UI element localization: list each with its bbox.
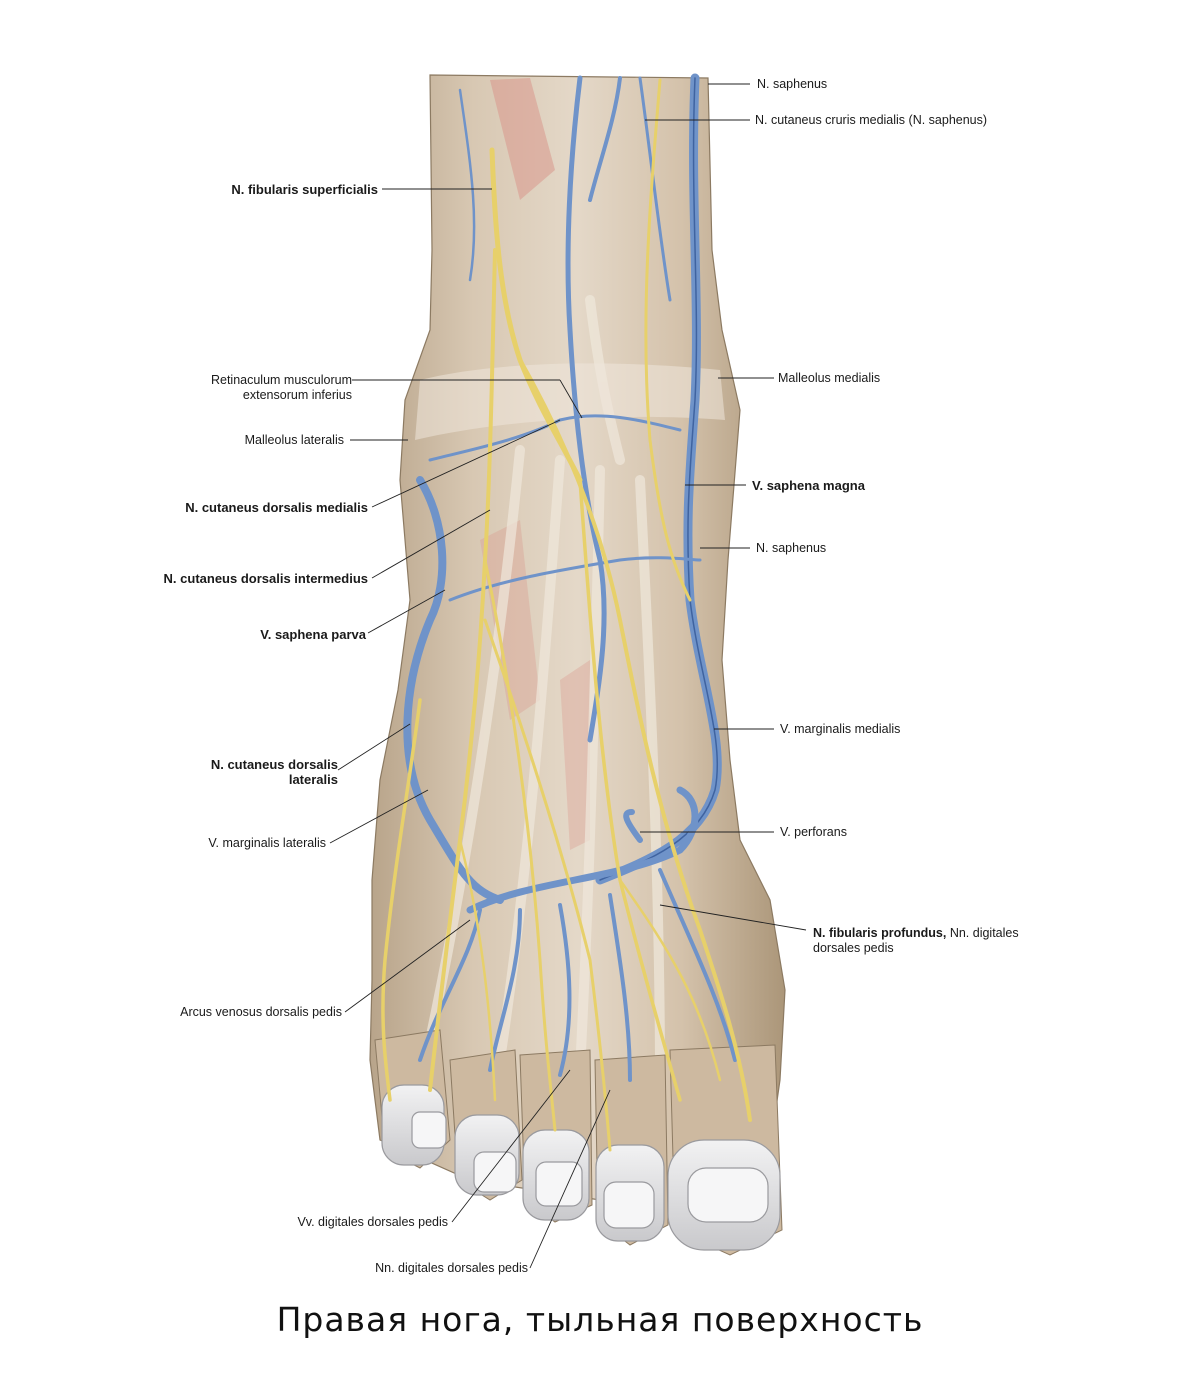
label-n-saphenus-top: N. saphenus	[757, 77, 828, 91]
label-n-cutaneus-dorsalis-medialis: N. cutaneus dorsalis medialis	[185, 500, 368, 515]
label-nn-digitales: Nn. digitales dorsales pedis	[375, 1261, 528, 1275]
label-n-cutaneus-dorsalis-intermedius: N. cutaneus dorsalis intermedius	[163, 571, 368, 586]
label-n-fibularis-profundus: N. fibularis profundus, Nn. digitales	[813, 926, 1019, 941]
nerve-cut-dors-intermedius	[428, 248, 497, 1092]
label-v-marginalis-medialis: V. marginalis medialis	[780, 722, 901, 736]
label-dorsales-pedis-right: dorsales pedis	[813, 941, 894, 955]
label-vv-digitales: Vv. digitales dorsales pedis	[297, 1215, 448, 1229]
label-n-cutaneus-cruris-medialis: N. cutaneus cruris medialis (N. saphenus…	[755, 113, 988, 127]
label-v-marginalis-lateralis: V. marginalis lateralis	[208, 836, 326, 850]
nerve-fibularis-profundus	[578, 478, 682, 1102]
muscle-mid	[480, 520, 540, 720]
vein-arcus-venosus	[466, 786, 699, 914]
label-malleolus-lateralis: Malleolus lateralis	[244, 433, 344, 447]
nerve-cut-dors-lateralis	[381, 698, 422, 1102]
vein-saphena-parva	[403, 476, 504, 904]
veins	[403, 73, 737, 1082]
leader-lines	[329, 83, 807, 1269]
muscle-upper	[490, 78, 555, 200]
label-n-fibularis-profundus-bold: N. fibularis profundus,	[813, 926, 947, 940]
label-v-perforans: V. perforans	[780, 825, 847, 839]
label-n-cutaneus-dorsalis-lateralis-1: N. cutaneus dorsalis	[210, 757, 338, 772]
label-v-saphena-magna: V. saphena magna	[752, 478, 865, 493]
label-n-fibularis-profundus-rest: Nn. digitales	[946, 926, 1019, 940]
figure-caption: Правая нога, тыльная поверхность	[276, 1300, 924, 1339]
nerve-cut-dors-medialis	[518, 358, 752, 1122]
toenails	[381, 1084, 781, 1251]
nerves	[381, 78, 752, 1152]
foot-illustration	[329, 73, 807, 1269]
label-v-saphena-parva: V. saphena parva	[260, 627, 366, 642]
muscle-tendon-red	[560, 660, 590, 850]
label-malleolus-medialis: Malleolus medialis	[778, 371, 881, 385]
label-retinaculum-1: Retinaculum musculorum	[210, 373, 352, 387]
label-retinaculum-2: extensorum inferius	[242, 388, 352, 402]
label-arcus-venosus: Arcus venosus dorsalis pedis	[180, 1005, 342, 1019]
label-n-fibularis-superficialis: N. fibularis superficialis	[231, 182, 378, 197]
nerve-fibularis-superficialis	[489, 147, 583, 483]
label-n-saphenus-mid: N. saphenus	[756, 541, 827, 555]
label-n-cutaneus-dorsalis-lateralis-2: lateralis	[288, 772, 338, 787]
nerve-saphenus	[644, 78, 692, 602]
